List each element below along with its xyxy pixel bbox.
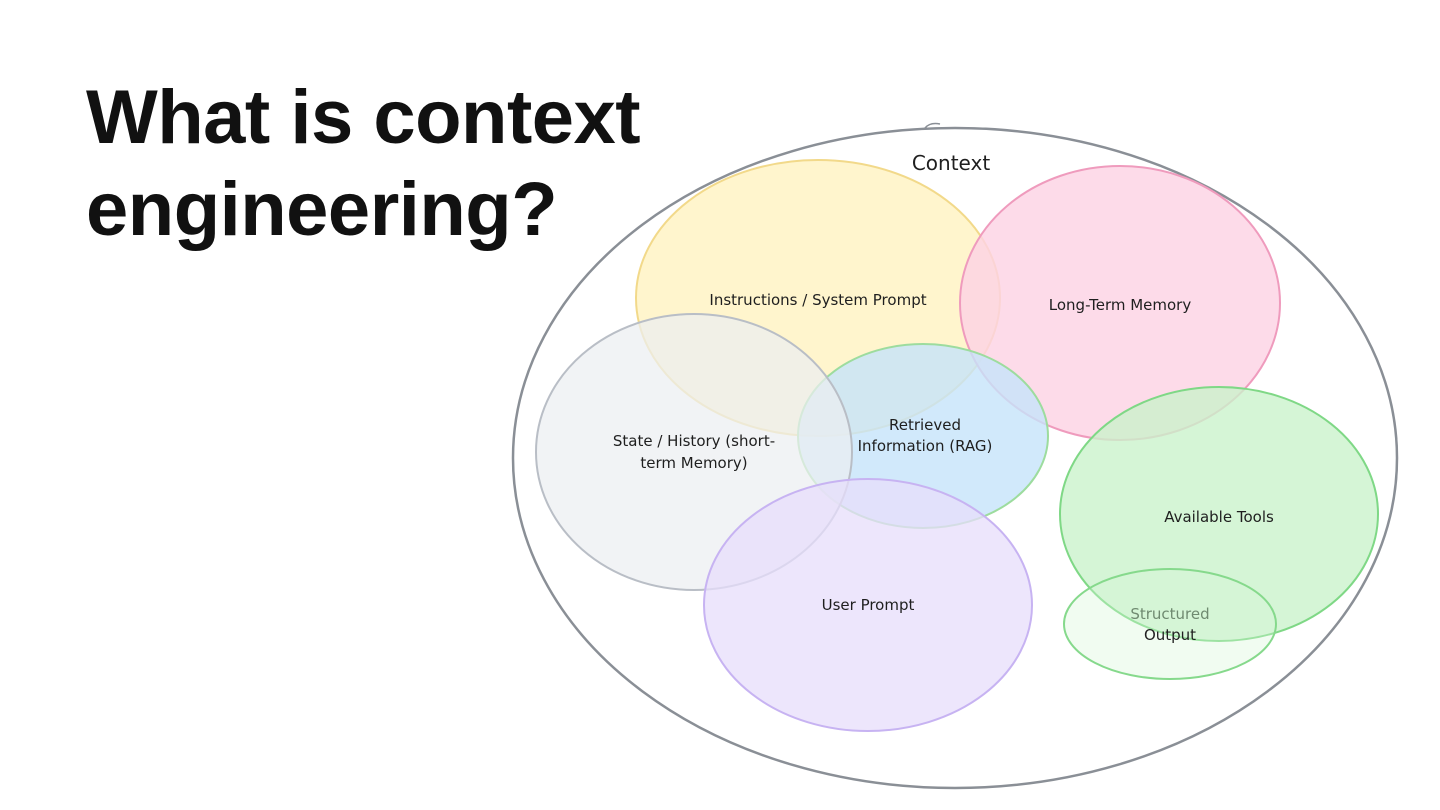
instructions-label: Instructions / System Prompt	[709, 291, 926, 309]
user-prompt-circle	[703, 478, 1033, 732]
long-term-memory-label: Long-Term Memory	[1049, 296, 1192, 314]
user-prompt-label: User Prompt	[822, 596, 915, 614]
structured-output-label-line-1: Structured	[1130, 605, 1209, 623]
structured-output-circle	[1063, 568, 1277, 680]
rag-label-line-2: Information (RAG)	[858, 437, 993, 455]
available-tools-circle	[1059, 386, 1379, 642]
context-label: Context	[912, 151, 991, 175]
page-title-line-2: engineering?	[86, 167, 558, 252]
page-title-line-1: What is context	[86, 75, 641, 160]
structured-output-label-line-2: Output	[1144, 626, 1196, 644]
page-title: What is context engineering?	[86, 72, 641, 256]
context-outline	[511, 126, 1399, 790]
rag-label-line-1: Retrieved	[889, 416, 961, 434]
available-tools-label: Available Tools	[1164, 508, 1274, 526]
context-outline-sketch	[924, 122, 941, 129]
state-history-label-line-1: State / History (short-	[613, 432, 775, 450]
state-history-label-line-2: term Memory)	[640, 454, 747, 472]
